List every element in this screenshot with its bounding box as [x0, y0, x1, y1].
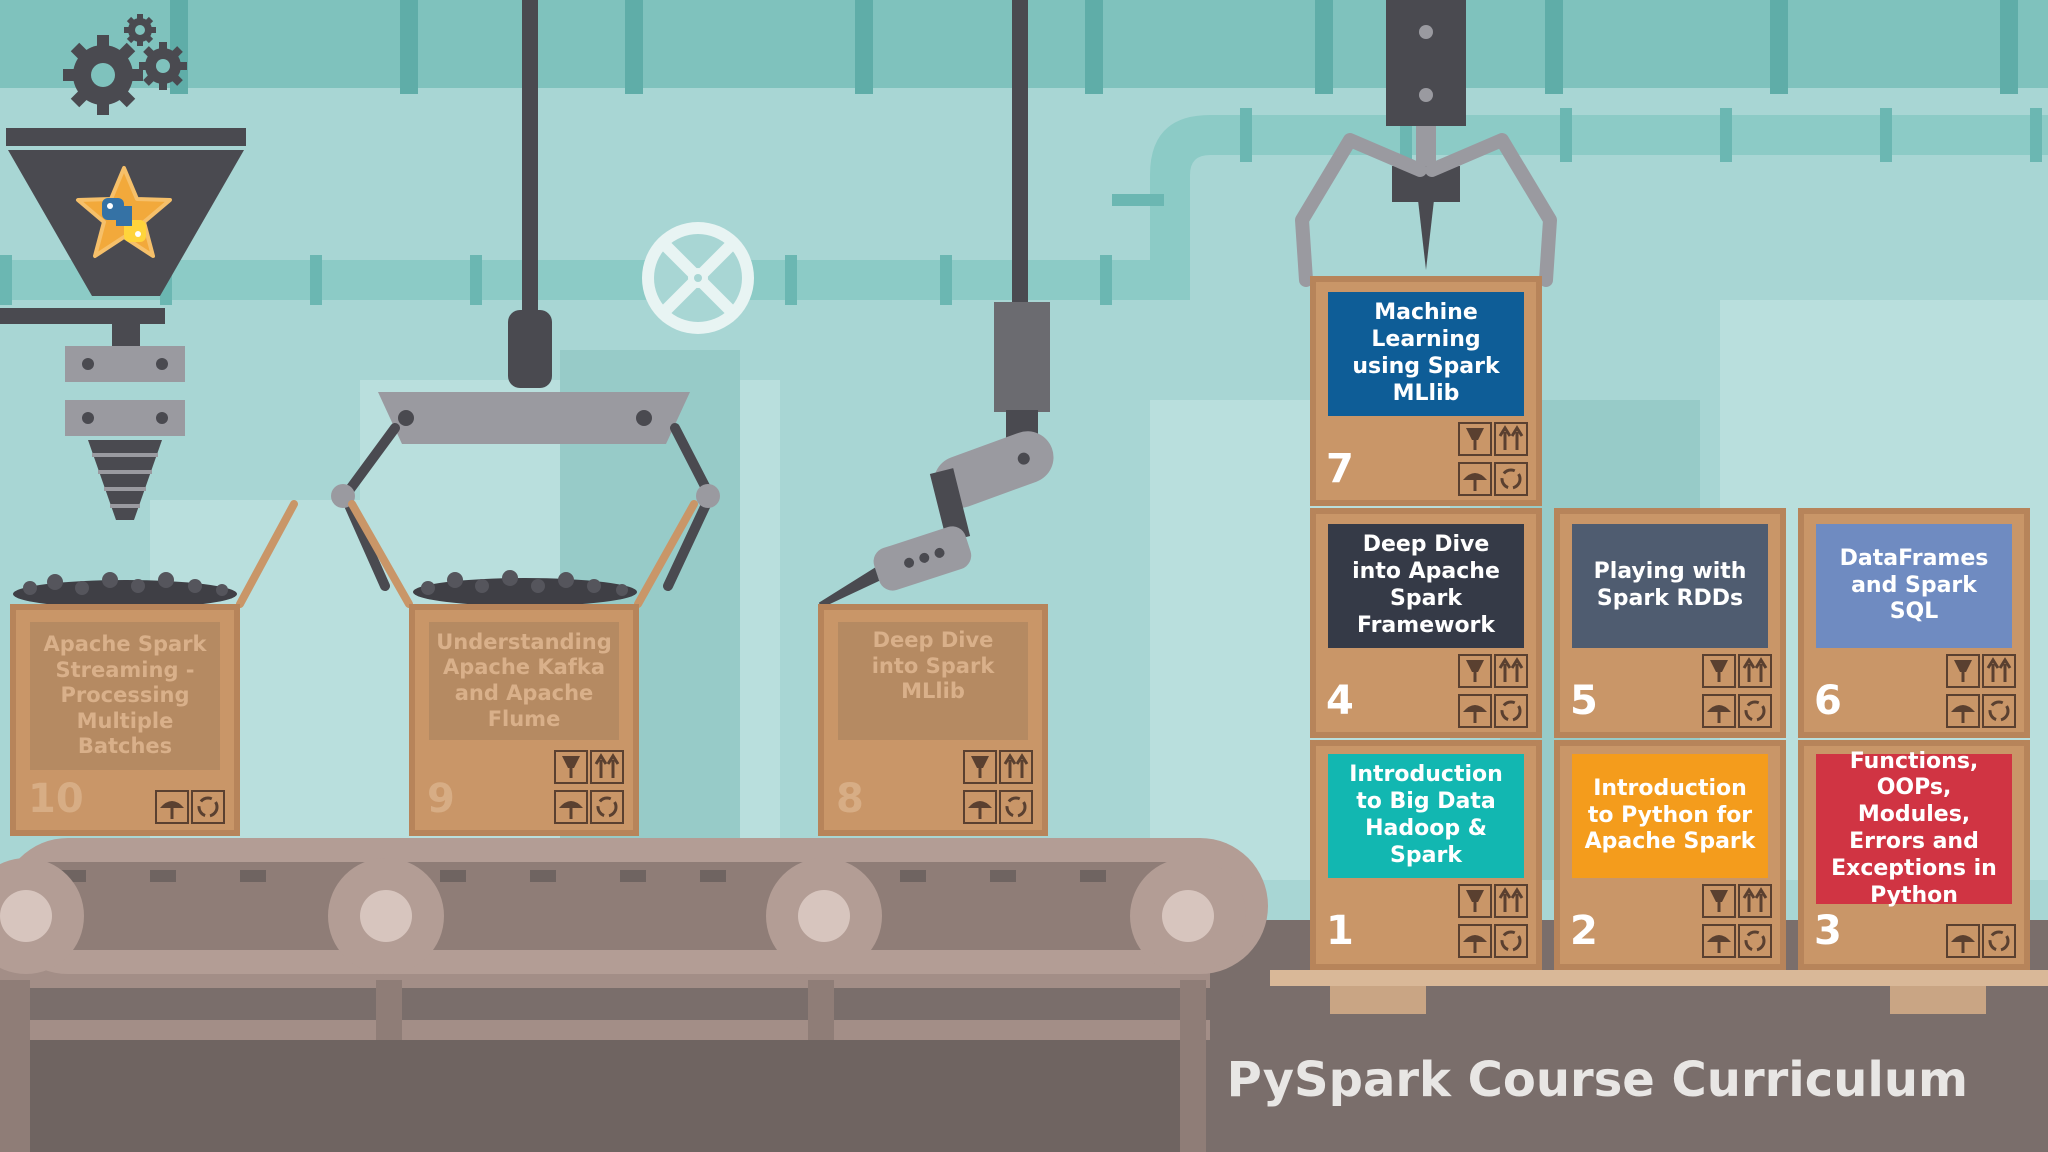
recycle-icon — [191, 790, 225, 824]
fragile-glass-icon — [554, 750, 588, 784]
box-label-2: Introduction to Python for Apache Spark — [1572, 754, 1768, 878]
fragile-glass-icon — [1702, 654, 1736, 688]
box-icons-3 — [1946, 924, 2016, 958]
recycle-icon — [1494, 694, 1528, 728]
recycle-icon — [1494, 462, 1528, 496]
box-5: Playing with Spark RDDs 5 — [1554, 508, 1786, 738]
box-number-4: 4 — [1326, 678, 1354, 724]
box-10: Apache Spark Streaming - Processing Mult… — [10, 604, 240, 836]
box-number-3: 3 — [1814, 908, 1842, 954]
recycle-icon — [999, 790, 1033, 824]
keep-dry-umbrella-icon — [1946, 694, 1980, 728]
this-side-up-icon — [1494, 884, 1528, 918]
box-icons-4 — [1458, 654, 1528, 728]
box-number-7: 7 — [1326, 446, 1354, 492]
box-7: Machine Learning using Spark MLlib 7 — [1310, 276, 1542, 506]
box-number-6: 6 — [1814, 678, 1842, 724]
fragile-glass-icon — [1458, 654, 1492, 688]
box-icons-8 — [963, 750, 1033, 824]
recycle-icon — [1738, 694, 1772, 728]
box-label-8: Deep Dive into Spark MLlib — [838, 622, 1028, 740]
box-number-1: 1 — [1326, 908, 1354, 954]
this-side-up-icon — [1738, 884, 1772, 918]
box-icons-2 — [1702, 884, 1772, 958]
keep-dry-umbrella-icon — [1458, 694, 1492, 728]
keep-dry-umbrella-icon — [1702, 924, 1736, 958]
box-label-4: Deep Dive into Apache Spark Framework — [1328, 524, 1524, 648]
box-label-6: DataFrames and Spark SQL — [1816, 524, 2012, 648]
box-icons-7 — [1458, 422, 1528, 496]
this-side-up-icon — [1738, 654, 1772, 688]
recycle-icon — [1982, 694, 2016, 728]
this-side-up-icon — [590, 750, 624, 784]
keep-dry-umbrella-icon — [1458, 924, 1492, 958]
recycle-icon — [1494, 924, 1528, 958]
box-icons-10 — [155, 790, 225, 824]
box-8: Deep Dive into Spark MLlib 8 — [818, 604, 1048, 836]
box-1: Introduction to Big Data Hadoop & Spark … — [1310, 740, 1542, 970]
python-star-icon — [76, 166, 172, 258]
keep-dry-umbrella-icon — [155, 790, 189, 824]
box-number-8: 8 — [836, 776, 864, 822]
box-label-5: Playing with Spark RDDs — [1572, 524, 1768, 648]
keep-dry-umbrella-icon — [1946, 924, 1980, 958]
box-9: Understanding Apache Kafka and Apache Fl… — [409, 604, 639, 836]
keep-dry-umbrella-icon — [554, 790, 588, 824]
box-label-7: Machine Learning using Spark MLlib — [1328, 292, 1524, 416]
box-4: Deep Dive into Apache Spark Framework 4 — [1310, 508, 1542, 738]
box-6: DataFrames and Spark SQL 6 — [1798, 508, 2030, 738]
this-side-up-icon — [1494, 422, 1528, 456]
recycle-icon — [1738, 924, 1772, 958]
box-icons-1 — [1458, 884, 1528, 958]
box-number-2: 2 — [1570, 908, 1598, 954]
box-label-1: Introduction to Big Data Hadoop & Spark — [1328, 754, 1524, 878]
fragile-glass-icon — [963, 750, 997, 784]
box-2: Introduction to Python for Apache Spark … — [1554, 740, 1786, 970]
fragile-glass-icon — [1458, 884, 1492, 918]
box-label-10: Apache Spark Streaming - Processing Mult… — [30, 622, 220, 770]
box-number-5: 5 — [1570, 678, 1598, 724]
box-icons-5 — [1702, 654, 1772, 728]
box-icons-9 — [554, 750, 624, 824]
fragile-glass-icon — [1946, 654, 1980, 688]
keep-dry-umbrella-icon — [1458, 462, 1492, 496]
box-number-10: 10 — [28, 776, 84, 822]
box-label-3: Functions, OOPs, Modules, Errors and Exc… — [1816, 749, 2012, 908]
fragile-glass-icon — [1702, 884, 1736, 918]
box-label-9: Understanding Apache Kafka and Apache Fl… — [429, 622, 619, 740]
box-icons-6 — [1946, 654, 2016, 728]
this-side-up-icon — [1494, 654, 1528, 688]
keep-dry-umbrella-icon — [963, 790, 997, 824]
this-side-up-icon — [1982, 654, 2016, 688]
keep-dry-umbrella-icon — [1702, 694, 1736, 728]
box-number-9: 9 — [427, 776, 455, 822]
box-3: Functions, OOPs, Modules, Errors and Exc… — [1798, 740, 2030, 970]
page-title: PySpark Course Curriculum — [1226, 1052, 1968, 1108]
fragile-glass-icon — [1458, 422, 1492, 456]
this-side-up-icon — [999, 750, 1033, 784]
recycle-icon — [1982, 924, 2016, 958]
recycle-icon — [590, 790, 624, 824]
